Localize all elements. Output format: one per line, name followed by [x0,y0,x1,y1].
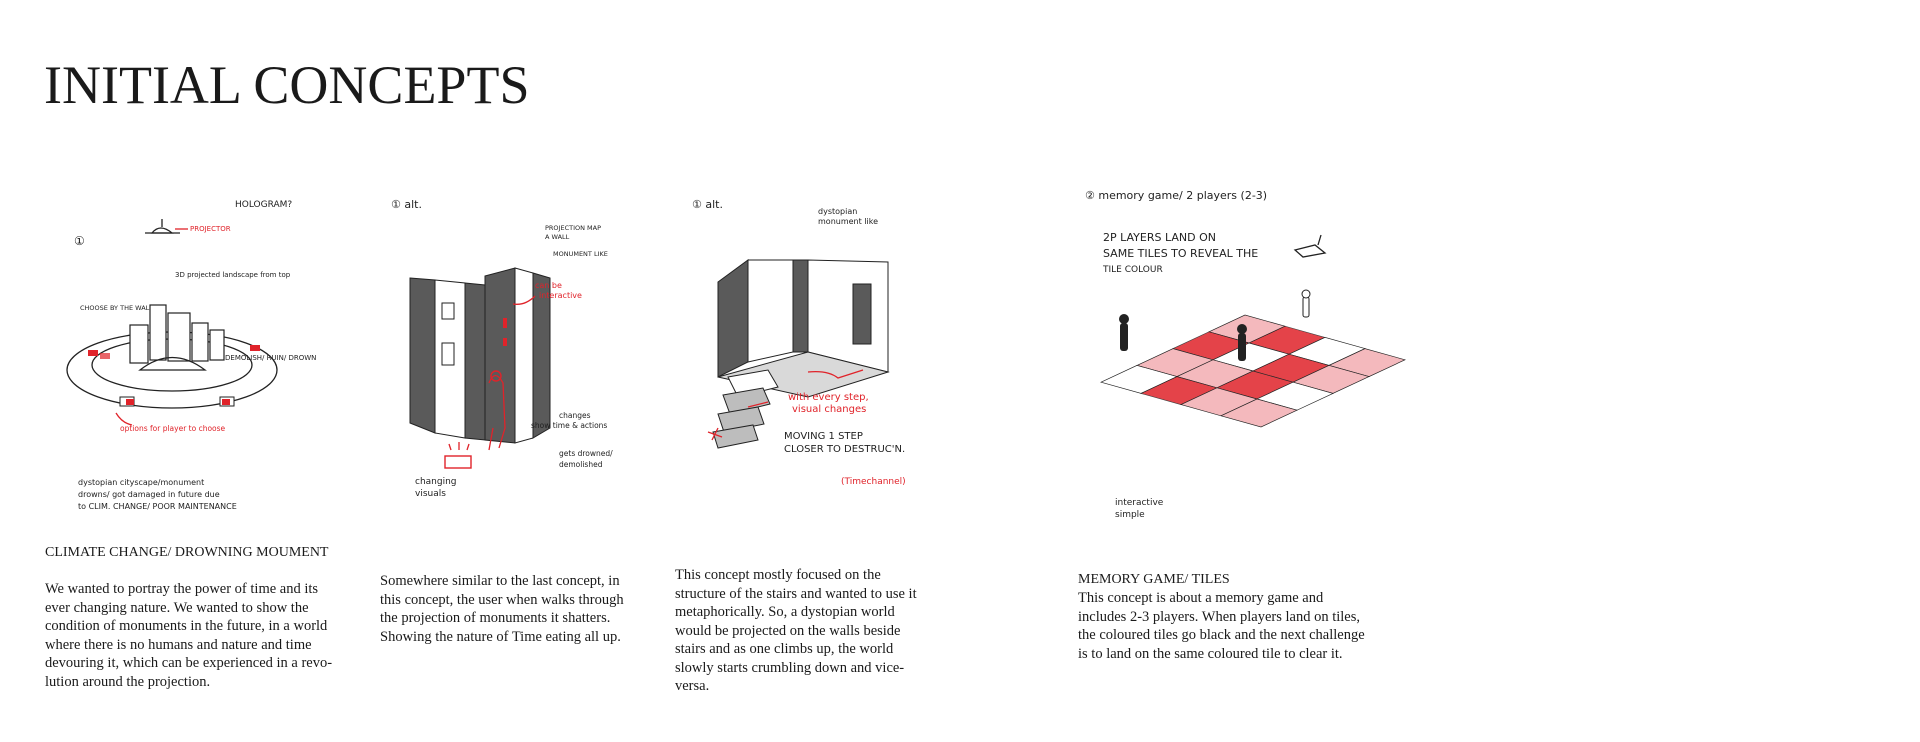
stairs-room-drawing [712,259,890,449]
sketch-4-footnote-2: simple [1115,510,1145,520]
sketch-1-choose-note: CHOOSE BY THE WALKING [80,304,165,312]
sketch-2-changes-note-1: changes [559,411,591,420]
sketch-1-projector-note: PROJECTOR [190,225,231,233]
page-title: INITIAL CONCEPTS [44,55,530,115]
concept-4-sketch: ② memory game/ 2 players (2-3) 2P LAYERS… [1085,189,1406,520]
sketch-2-drowned-note-1: gets drowned/ [559,449,613,458]
sketch-1-footnote-2: drowns/ got damaged in future due [78,490,220,499]
concept-2-description: Somewhere similar to the last concept, i… [380,573,624,645]
sketch-2-changes-note-2: show time & actions [531,421,607,430]
sketch-3-moving-note-1: MOVING 1 STEP [784,431,863,442]
option-cards [88,345,260,407]
sketch-3-moving-note-2: CLOSER TO DESTRUC'N. [784,444,905,455]
projector-icon [1293,234,1327,258]
player-figure-icon [1301,289,1311,318]
sketch-4-number: ② memory game/ 2 players (2-3) [1085,189,1267,202]
sketch-2-monument-note: MONUMENT LIKE [553,250,608,258]
sketch-3-number: ① alt. [692,198,723,211]
player-figure-icon [1237,324,1247,361]
sketch-1-demolish-note: DEMOLISH/ RUIN/ DROWN [225,354,316,362]
tile-grid [1100,314,1406,428]
sketch-4-rule-3: TILE COLOUR [1102,265,1163,275]
red-figure-icon [488,318,507,451]
concept-3-sketch: ① alt. dystopian monument like with ever… [692,198,906,487]
sketch-4-rule-2: SAME TILES TO REVEAL THE [1103,247,1258,260]
sketch-1-number: ① [74,234,85,248]
changing-visuals-icon [444,442,472,469]
player-figure-icon [1119,314,1129,351]
concept-1-description: We wanted to portray the power of time a… [45,581,333,690]
sketch-2-interactive-note-1: can be [535,281,562,290]
sketch-1-footnote-1: dystopian cityscape/monument [78,478,204,487]
sketch-1-options-note: options for player to choose [120,424,226,433]
concept-1-heading: CLIMATE CHANGE/ DROWNING MOUMENT [45,545,329,560]
sketch-1-footnote-3: to CLIM. CHANGE/ POOR MAINTENANCE [78,502,237,511]
sketch-2-number: ① alt. [391,198,422,211]
sketch-3-step-note-1: with every step, [788,392,869,403]
sketch-1-hologram-note: HOLOGRAM? [235,200,292,210]
sketch-1-landscape-note: 3D projected landscape from top [175,271,291,279]
projection-wall-drawing [409,267,551,444]
sketch-3-dystopian-note-2: monument like [818,217,878,226]
concept-1-sketch: ① HOLOGRAM? PROJECTOR 3D projected lands… [66,200,316,511]
sketch-3-timechannel-note: (Timechannel) [841,477,906,487]
projector-icon [145,219,188,234]
sketch-2-projection-note-1: PROJECTION MAP [545,224,601,232]
concept-3-description: This concept mostly focused on the struc… [675,567,917,694]
sketch-4-rule-1: 2P LAYERS LAND ON [1103,231,1216,244]
sketch-3-dystopian-note-1: dystopian [818,207,857,216]
cityscape-blocks [129,304,225,371]
concept-4-description: This concept is about a memory game and … [1078,590,1365,662]
sketch-2-visuals-note-1: changing [415,477,457,487]
concept-2-sketch: ① alt. PROJECTION MAP A WALL MONUMENT LI… [391,198,613,499]
sketch-4-footnote-1: interactive [1115,498,1164,508]
sketch-2-visuals-note-2: visuals [415,489,446,499]
sketch-2-interactive-note-2: interactive [539,291,582,300]
concept-4-heading: MEMORY GAME/ TILES [1078,572,1230,587]
sketch-3-step-note-2: visual changes [792,404,866,415]
sketch-2-projection-note-2: A WALL [545,233,570,241]
sketch-2-drowned-note-2: demolished [559,460,603,469]
